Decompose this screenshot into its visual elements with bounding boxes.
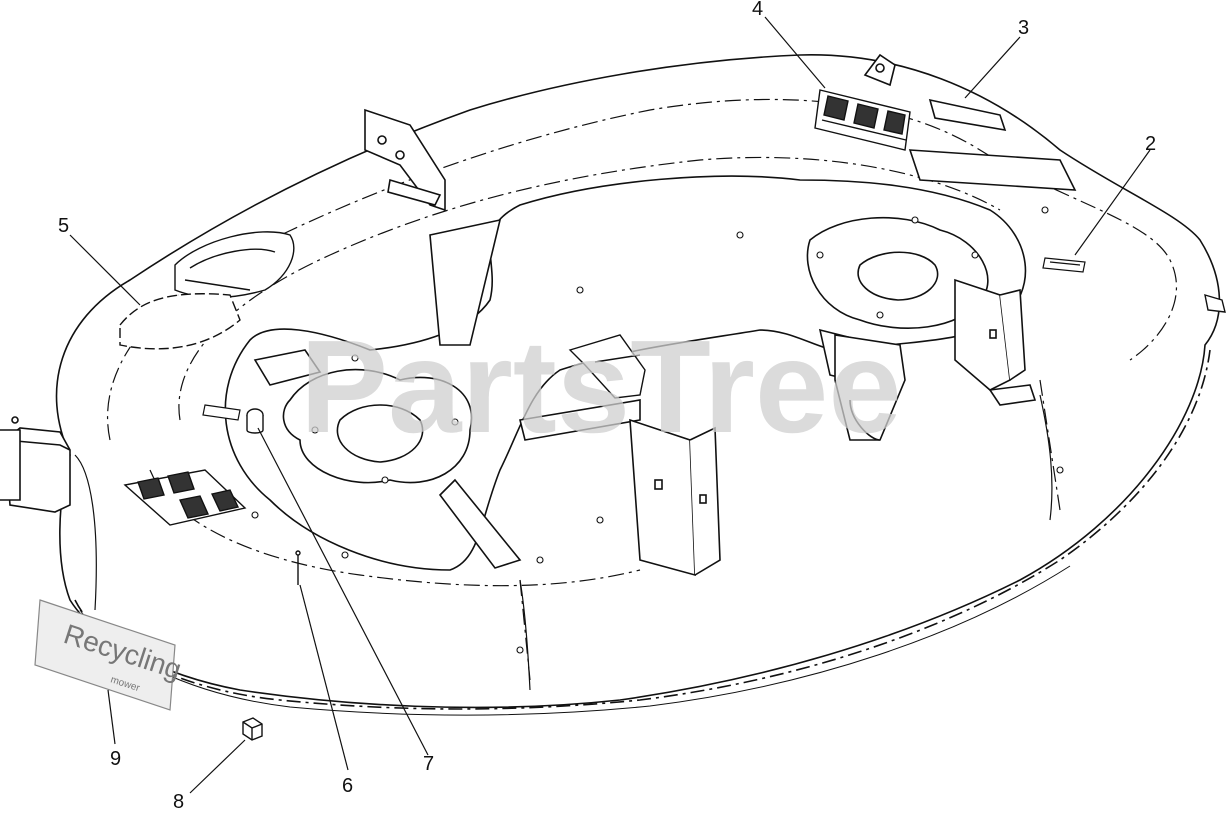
front-vertical-bracket [629,418,721,577]
rear-pivot-bar [863,53,1077,191]
small-decal-left [202,404,241,421]
callout-numbers: 2 3 4 5 6 7 8 9 [58,0,1156,813]
watermark: PartsTree [300,313,902,460]
callout-8: 8 [173,791,184,813]
left-rear-bracket [364,108,446,212]
right-mount-bracket [954,278,1037,406]
part-6-pin [295,550,301,585]
part-8-nut [242,717,263,741]
callout-5: 5 [58,215,69,237]
spindle-plate [224,175,1027,571]
leader-lines [69,16,1151,794]
callout-3: 3 [1018,17,1029,39]
right-edge-fastener [1204,294,1226,313]
recycling-decal: Recycling mower [34,599,185,711]
callout-2: 2 [1145,133,1156,155]
left-side-mount [0,416,71,513]
belt-cover [119,231,295,350]
callout-7: 7 [423,753,434,775]
deck-panel-lines [74,394,1053,691]
callout-9: 9 [110,748,121,770]
center-clip [568,334,646,399]
callout-6: 6 [342,775,353,797]
warning-decal-rear [814,89,911,151]
part-7-knob [246,408,264,434]
small-decal-right [1042,257,1086,273]
warning-decal-front [123,469,247,526]
callout-4: 4 [752,0,763,20]
right-arm-extension [834,334,906,441]
